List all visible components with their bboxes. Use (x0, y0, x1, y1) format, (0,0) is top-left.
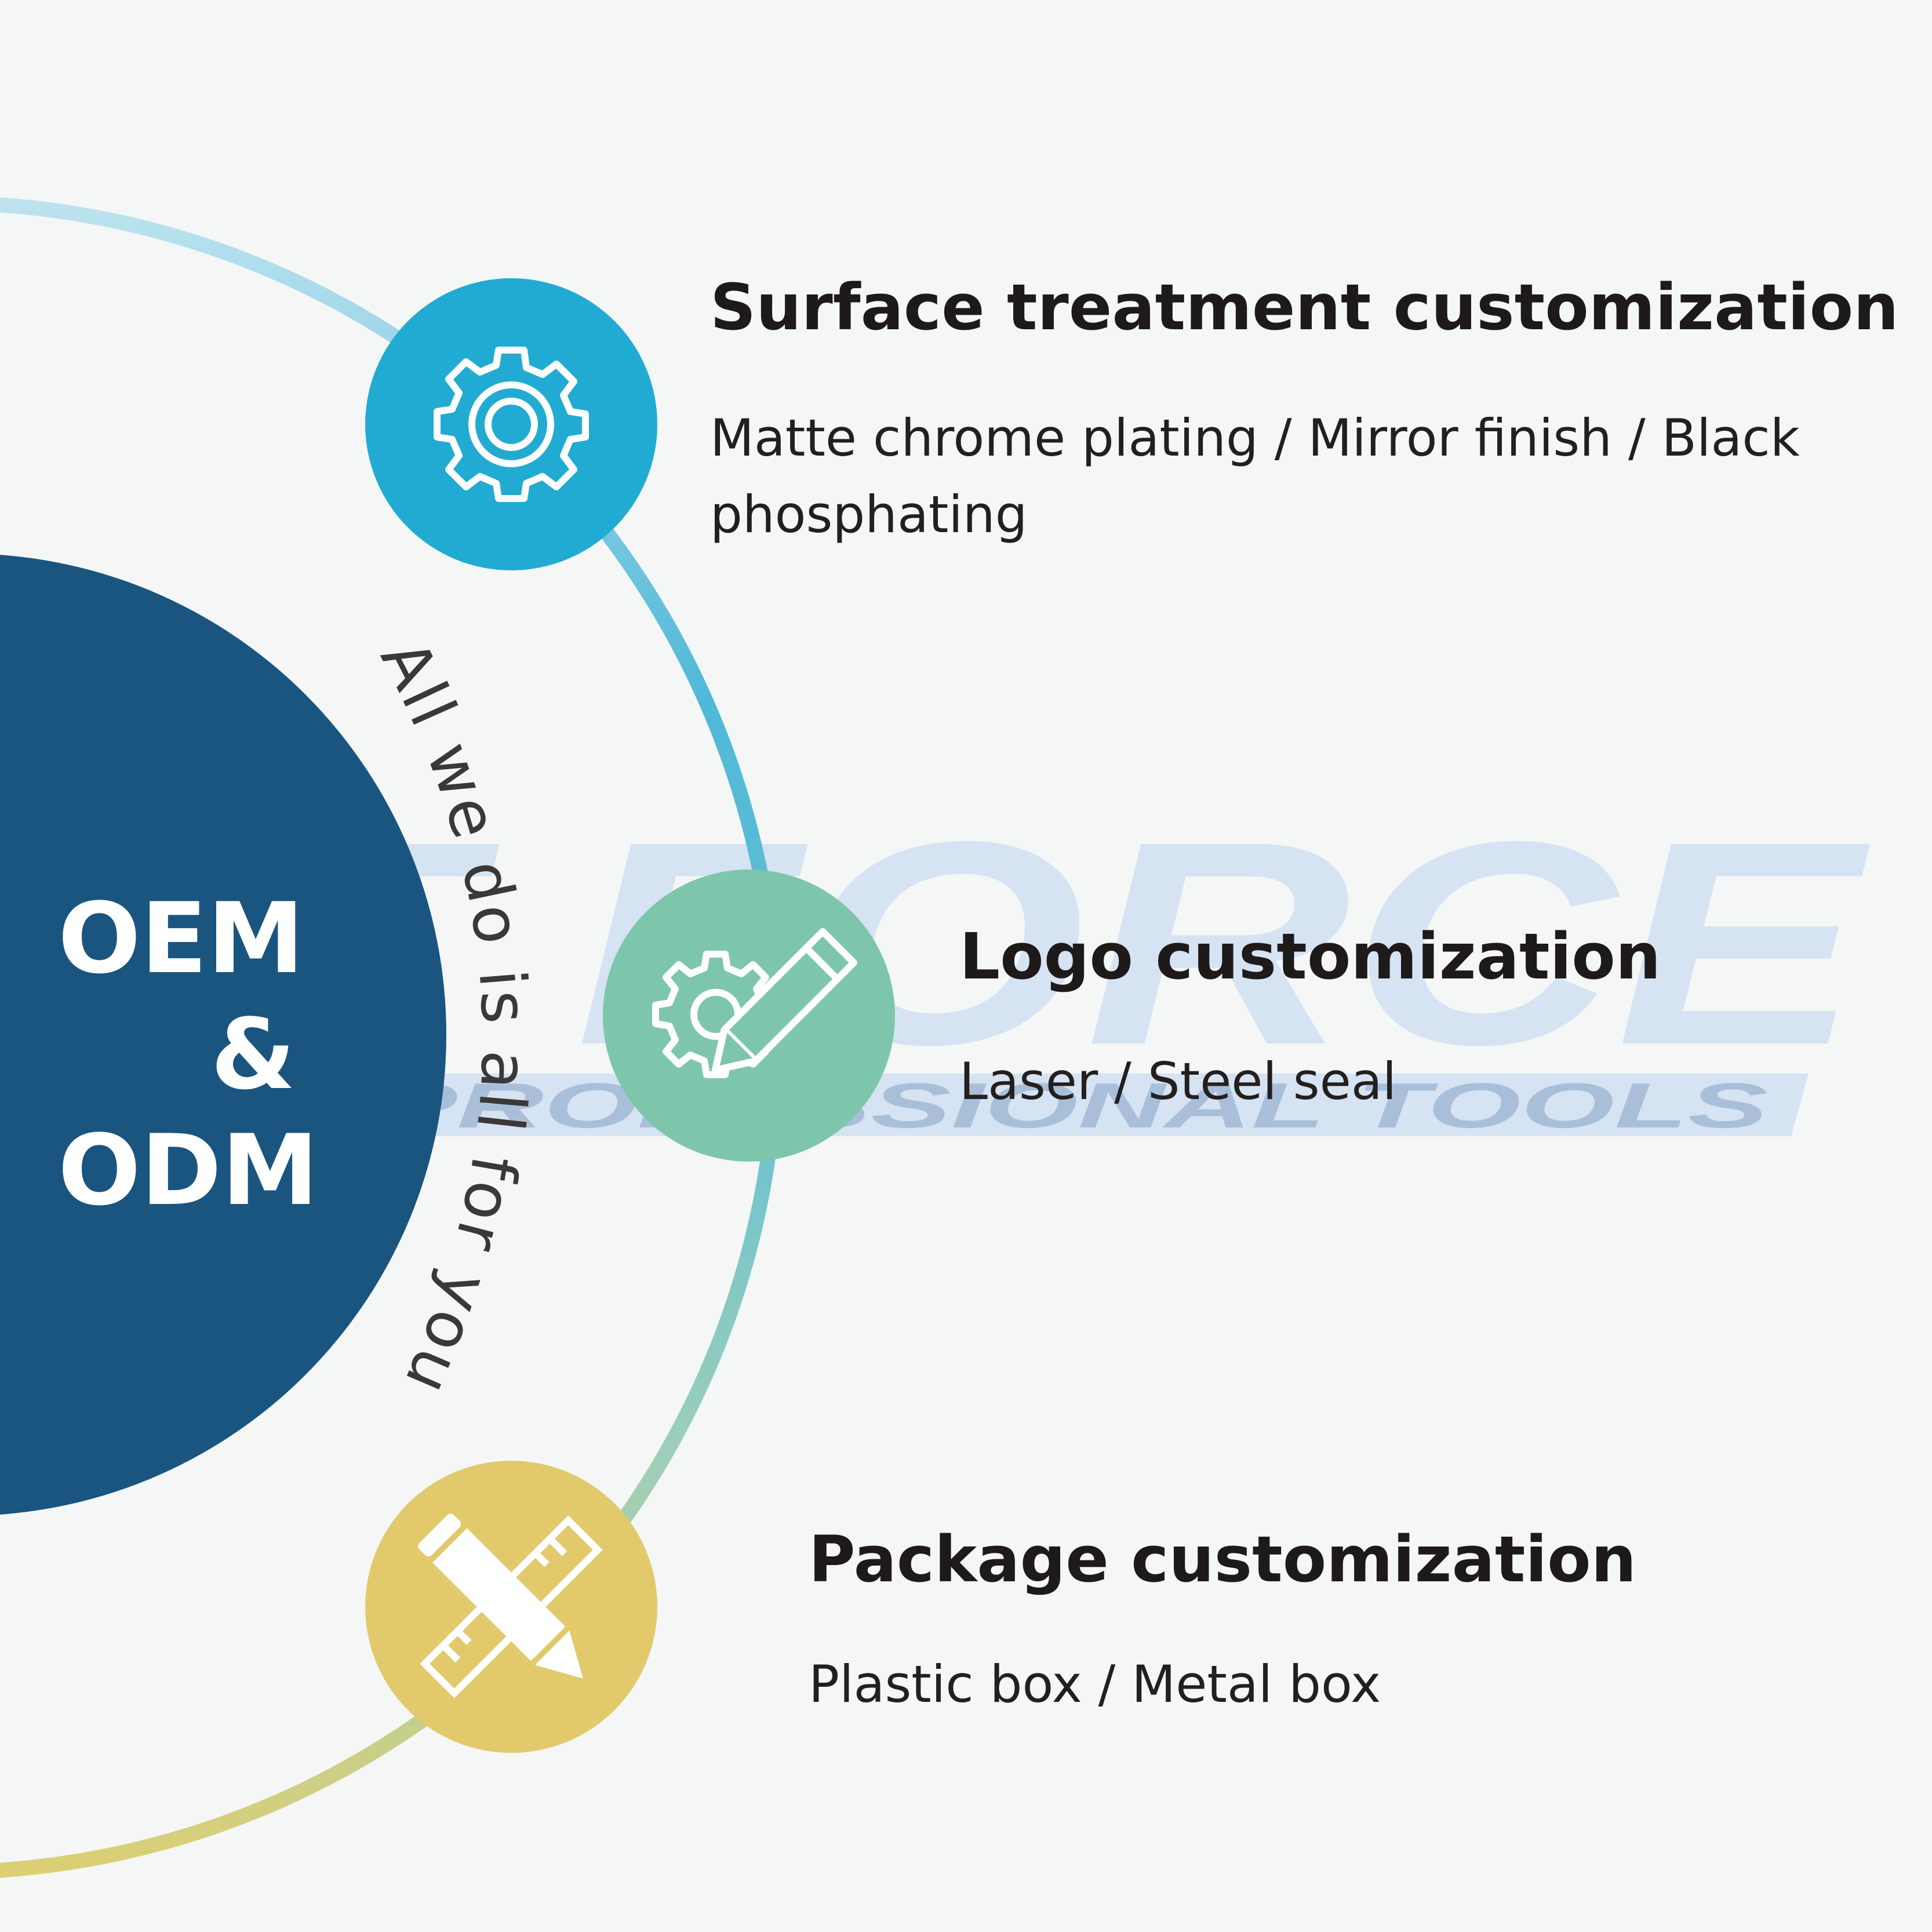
surface-treatment-desc-line2: phosphating (710, 485, 1028, 544)
surface-treatment-desc-line1: Matte chrome plating / Mirror finish / B… (710, 408, 1800, 468)
surface-treatment-badge (365, 278, 657, 570)
package-customization-title: Package customization (809, 1522, 1637, 1596)
package-customization-badge (365, 1461, 657, 1753)
logo-customization-title: Logo customization (959, 919, 1661, 994)
gear-pencil-icon (652, 928, 857, 1078)
center-odm: ODM (58, 1114, 319, 1227)
watermark-brand: T FORCE (249, 781, 1874, 1105)
center-ampersand: & (210, 998, 296, 1111)
logo-customization-desc: Laser / Steel seal (959, 1051, 1397, 1111)
surface-treatment-title: Surface treatment customization (710, 270, 1899, 344)
logo-customization-badge (603, 869, 895, 1162)
pencil-ruler-icon (418, 1513, 603, 1698)
slogan-text: All we do is all for you (366, 628, 539, 1406)
svg-text:All we do is all for you: All we do is all for you (366, 628, 541, 1406)
watermark-tagline: PROFESSIONAL TOOLS (377, 1070, 1768, 1141)
package-customization-desc: Plastic box / Metal box (809, 1654, 1381, 1714)
center-oem: OEM (58, 882, 304, 995)
gear-icon (434, 347, 589, 502)
